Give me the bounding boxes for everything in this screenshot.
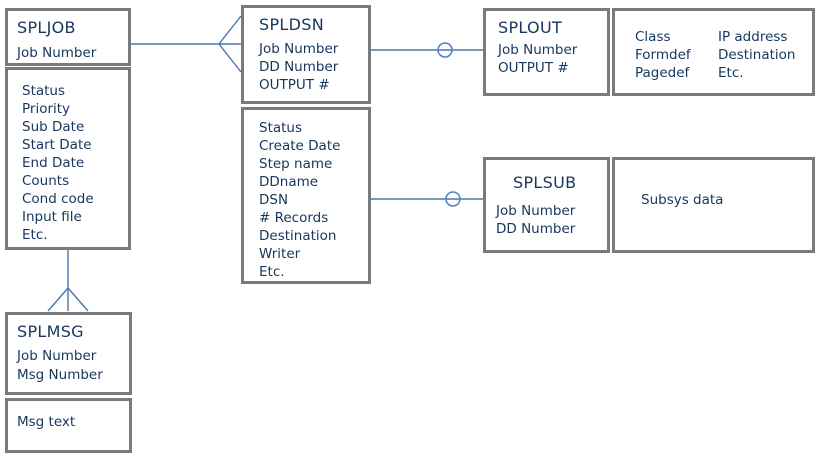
attribute: DSN	[259, 192, 289, 208]
crow-foot-icon	[218, 15, 242, 73]
entity-splout-key-box: SPLOUT Job Number OUTPUT #	[483, 8, 610, 96]
connector-spljob-splmsg	[47, 250, 89, 312]
attribute: Status	[259, 120, 303, 136]
key-field: Job Number	[496, 203, 576, 219]
attribute: Create Date	[259, 138, 341, 154]
entity-spljob-key-box: SPLJOB Job Number	[5, 8, 131, 66]
attribute: Etc.	[22, 227, 48, 243]
attribute: Status	[22, 83, 66, 99]
attribute: End Date	[22, 155, 85, 171]
attribute: Sub Date	[22, 119, 85, 135]
attribute: # Records	[259, 210, 329, 226]
attribute: DDname	[259, 174, 319, 190]
attribute: Input file	[22, 209, 82, 225]
attribute: Formdef	[635, 47, 691, 63]
key-field: Job Number	[498, 42, 578, 58]
key-field: OUTPUT #	[259, 77, 330, 93]
attribute: Pagedef	[635, 65, 690, 81]
optional-circle-icon	[445, 191, 461, 207]
entity-spljob-attributes-box: Status Priority Sub Date Start Date End …	[5, 67, 131, 250]
key-field: DD Number	[496, 221, 576, 237]
entity-spldsn-attributes-box: Status Create Date Step name DDname DSN …	[241, 107, 371, 284]
attribute: Start Date	[22, 137, 92, 153]
crow-foot-icon	[47, 287, 89, 312]
entity-splsub-attributes-box: Subsys data	[612, 157, 815, 253]
entity-title-splmsg: SPLMSG	[17, 322, 84, 341]
attribute: Step name	[259, 156, 333, 172]
key-field: Job Number	[17, 45, 97, 61]
attribute: IP address	[718, 29, 788, 45]
key-field: Job Number	[259, 41, 339, 57]
attribute: Writer	[259, 246, 301, 262]
connector-spldsn-splout	[371, 42, 483, 58]
key-field: Job Number	[17, 348, 97, 364]
entity-splout-attributes-box: Class Formdef Pagedef IP address Destina…	[612, 8, 815, 96]
attribute: Etc.	[718, 65, 744, 81]
attribute: Destination	[259, 228, 337, 244]
connector-spldsn-splsub	[371, 191, 483, 207]
entity-title-spldsn: SPLDSN	[259, 15, 324, 34]
key-field: Msg Number	[17, 367, 103, 383]
attribute: Class	[635, 29, 671, 45]
key-field: DD Number	[259, 59, 339, 75]
entity-splsub-key-box: SPLSUB Job Number DD Number	[483, 157, 610, 253]
attribute: Priority	[22, 101, 71, 117]
attribute: Subsys data	[641, 192, 724, 208]
entity-title-splout: SPLOUT	[498, 18, 563, 37]
connector-spljob-spldsn	[131, 15, 242, 73]
key-field: OUTPUT #	[498, 60, 569, 76]
attribute: Destination	[718, 47, 796, 63]
optional-circle-icon	[437, 42, 453, 58]
attribute: Cond code	[22, 191, 94, 207]
entity-title-spljob: SPLJOB	[17, 18, 76, 37]
attribute: Counts	[22, 173, 70, 189]
entity-splmsg-attributes-box: Msg text	[5, 398, 132, 453]
attribute: Msg text	[17, 414, 76, 430]
attribute: Etc.	[259, 264, 285, 280]
entity-splmsg-key-box: SPLMSG Job Number Msg Number	[5, 312, 132, 395]
entity-spldsn-key-box: SPLDSN Job Number DD Number OUTPUT #	[241, 5, 371, 104]
entity-title-splsub: SPLSUB	[513, 173, 577, 192]
